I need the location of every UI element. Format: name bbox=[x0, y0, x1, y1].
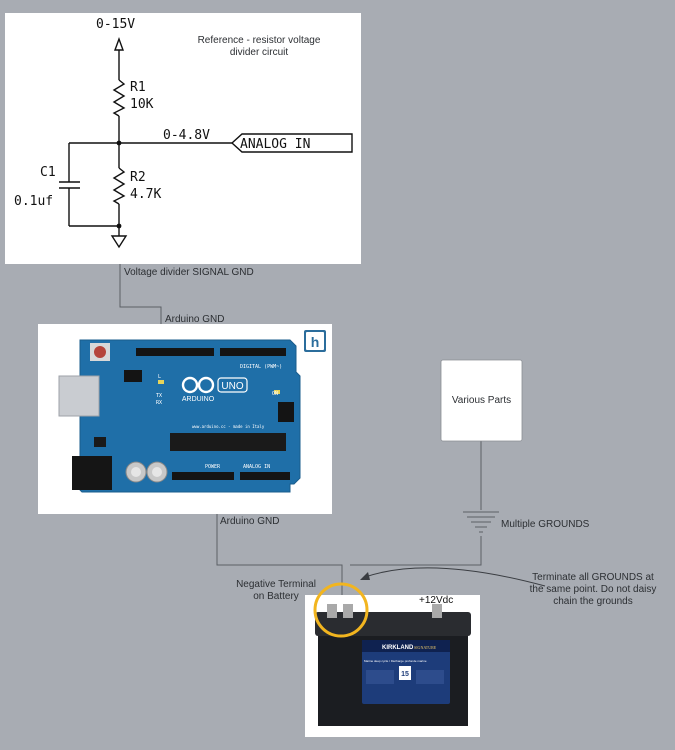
website-label: www.arduino.cc - made in Italy bbox=[192, 424, 265, 429]
reset-button bbox=[94, 346, 106, 358]
c1-name: C1 bbox=[40, 165, 56, 180]
analog-in-label: ANALOG IN bbox=[240, 137, 310, 152]
arduino-uno-image: UNO ARDUINO DIGITAL (PWM~) ANALOG IN POW… bbox=[38, 324, 332, 514]
digital-header-label: DIGITAL (PWM~) bbox=[240, 364, 282, 370]
r1-name: R1 bbox=[130, 80, 146, 95]
usb-port bbox=[58, 375, 100, 417]
model-label: UNO bbox=[221, 381, 243, 392]
atmega-chip bbox=[170, 433, 286, 451]
negative-post-2 bbox=[343, 604, 353, 618]
negative-terminal-highlight-ring bbox=[313, 582, 369, 638]
negative-terminal-label-line1: Negative Terminal bbox=[236, 579, 316, 590]
analog-in-connector bbox=[230, 133, 353, 153]
battery-brand: KIRKLAND bbox=[382, 645, 414, 651]
battery-sub-brand: SIGNATURE bbox=[414, 645, 437, 650]
schematic-title-line2: divider circuit bbox=[230, 47, 289, 58]
l-label: L bbox=[158, 374, 161, 380]
arduino-gnd-bottom-label: Arduino GND bbox=[220, 516, 279, 527]
r1-value: 10K bbox=[130, 97, 154, 112]
various-parts-box: Various Parts bbox=[440, 359, 523, 442]
terminate-arrowhead bbox=[360, 572, 370, 580]
signal-gnd-label: Voltage divider SIGNAL GND bbox=[124, 267, 254, 278]
schematic-panel: Reference - resistor voltage divider cir… bbox=[5, 13, 361, 264]
negative-terminal-label-line2: on Battery bbox=[253, 591, 299, 602]
junction-dot-top bbox=[116, 140, 122, 146]
terminate-note-line1: Terminate all GROUNDS at bbox=[532, 572, 654, 583]
digital-header-right bbox=[220, 348, 286, 356]
terminate-note-line3: chain the grounds bbox=[553, 596, 633, 607]
analog-header-label: ANALOG IN bbox=[243, 464, 270, 470]
battery-tagline: Marine deep cycle / Décharge profonde ma… bbox=[364, 659, 427, 663]
power-header bbox=[172, 472, 234, 480]
battery-lid bbox=[315, 612, 471, 636]
vout-label: 0-4.8V bbox=[163, 128, 210, 143]
signal-gnd-wire bbox=[119, 264, 162, 324]
ground-wires bbox=[119, 264, 499, 595]
r2-value: 4.7K bbox=[130, 187, 161, 202]
arduino-infinity-logo bbox=[181, 376, 215, 394]
terminate-pointer-arrow bbox=[364, 567, 546, 587]
parts-to-battery-wire bbox=[350, 536, 482, 566]
r1-resistor bbox=[112, 79, 126, 117]
battery-image: KIRKLAND SIGNATURE Marine deep cycle / D… bbox=[305, 595, 480, 737]
signal-ground-symbol bbox=[110, 235, 128, 249]
analog-header bbox=[240, 472, 290, 480]
digital-header-left bbox=[136, 348, 214, 356]
power-header-label: POWER bbox=[205, 464, 221, 470]
terminate-note-line2: the same point. Do not daisy bbox=[530, 584, 657, 595]
multiple-grounds-label: Multiple GROUNDS bbox=[501, 519, 590, 530]
vin-label: 0-15V bbox=[96, 17, 135, 32]
positive-post bbox=[432, 604, 442, 618]
battery-months: 15 bbox=[401, 671, 409, 678]
r2-name: R2 bbox=[130, 170, 146, 185]
c1-value: 0.1uf bbox=[14, 194, 53, 209]
on-label: ON bbox=[272, 391, 278, 397]
schematic-wiring bbox=[59, 36, 353, 249]
power-jack bbox=[72, 456, 112, 490]
brand-label: ARDUINO bbox=[182, 396, 215, 403]
r2-resistor bbox=[112, 167, 126, 205]
schematic-title-line1: Reference - resistor voltage bbox=[198, 35, 321, 46]
various-parts-label: Various Parts bbox=[452, 395, 511, 406]
corner-logo-letter: h bbox=[311, 334, 320, 350]
rx-label: RX bbox=[156, 400, 162, 406]
negative-post bbox=[327, 604, 337, 618]
junction-dot-bottom bbox=[116, 223, 122, 229]
tx-label: TX bbox=[156, 393, 162, 399]
arduino-gnd-top-label: Arduino GND bbox=[165, 314, 224, 325]
arduino-gnd-wire bbox=[216, 514, 343, 595]
battery-voltage-label: +12Vdc bbox=[419, 595, 453, 606]
